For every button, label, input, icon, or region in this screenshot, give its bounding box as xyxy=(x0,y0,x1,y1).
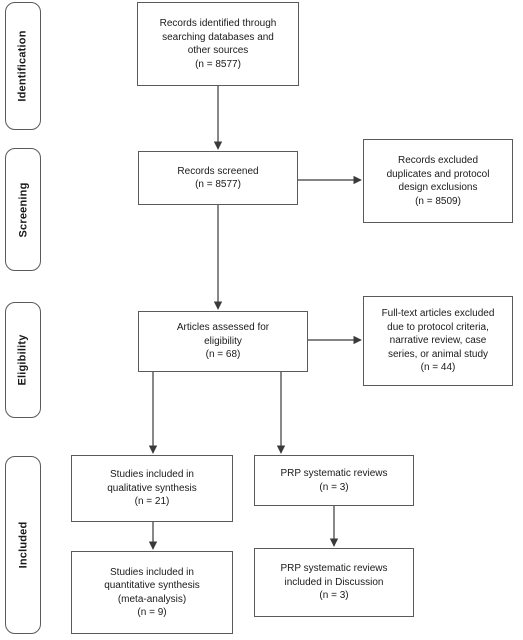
phase-eligibility-label: Eligibility xyxy=(17,334,29,386)
fulltext-excluded-count: (n = 44) xyxy=(420,362,456,374)
box-quantitative-synthesis: Studies included in quantitative synthes… xyxy=(71,551,233,634)
box-prp-systematic-reviews: PRP systematic reviews (n = 3) xyxy=(254,455,414,506)
box-qualitative-synthesis: Studies included in qualitative synthesi… xyxy=(71,455,233,522)
prp-discussion-count: (n = 3) xyxy=(319,590,349,602)
records-excluded-line-1: Records excluded xyxy=(397,155,479,166)
records-identified-count: (n = 8577) xyxy=(195,58,241,70)
records-identified-line-3: other sources xyxy=(187,45,249,56)
quantitative-line-1: Studies included in xyxy=(110,566,194,578)
prp-reviews-line-1: PRP systematic reviews xyxy=(280,468,388,479)
quantitative-line-3: (meta-analysis) xyxy=(117,593,187,605)
records-excluded-line-3: design exclusions xyxy=(398,182,478,193)
records-screened-line-1: Records screened xyxy=(177,165,259,177)
qualitative-line-2: qualitative synthesis xyxy=(107,482,197,494)
phase-eligibility: Eligibility xyxy=(5,302,41,418)
qualitative-count: (n = 21) xyxy=(134,496,170,508)
box-records-excluded: Records excluded duplicates and protocol… xyxy=(363,139,513,223)
records-excluded-count: (n = 8509) xyxy=(415,195,461,207)
articles-assessed-line-2: eligibility xyxy=(204,335,242,347)
prp-discussion-line-2: included in Discussion xyxy=(284,576,384,588)
articles-assessed-count: (n = 68) xyxy=(205,349,241,361)
fulltext-excluded-line-2: due to protocol criteria, xyxy=(387,321,489,333)
quantitative-line-2: quantitative synthesis xyxy=(104,580,200,591)
quantitative-count: (n = 9) xyxy=(137,607,167,618)
phase-identification-label: Identification xyxy=(17,30,29,102)
fulltext-excluded-line-1: Full-text articles excluded xyxy=(381,308,495,320)
phase-screening: Screening xyxy=(5,148,41,271)
records-excluded-line-2: duplicates and protocol xyxy=(386,168,490,180)
records-screened-count: (n = 8577) xyxy=(195,179,241,190)
box-records-screened: Records screened (n = 8577) xyxy=(138,151,298,205)
articles-assessed-line-1: Articles assessed for xyxy=(176,322,270,334)
phase-included-label: Included xyxy=(17,521,30,569)
fulltext-excluded-line-3: narrative review, case xyxy=(389,335,487,347)
phase-identification: Identification xyxy=(5,2,41,130)
prp-discussion-line-1: PRP systematic reviews xyxy=(280,563,388,575)
phase-included: Included xyxy=(5,456,41,634)
phase-screening-label: Screening xyxy=(17,182,29,237)
box-prp-included-discussion: PRP systematic reviews included in Discu… xyxy=(254,548,414,617)
qualitative-line-1: Studies included in xyxy=(110,469,194,481)
box-fulltext-excluded: Full-text articles excluded due to proto… xyxy=(363,296,513,386)
records-identified-line-1: Records identified through xyxy=(159,18,277,29)
box-articles-assessed: Articles assessed for eligibility (n = 6… xyxy=(138,311,308,372)
fulltext-excluded-line-4: series, or animal study xyxy=(387,348,489,360)
prp-reviews-count: (n = 3) xyxy=(319,481,349,493)
records-identified-line-2: searching databases and xyxy=(162,31,274,43)
box-records-identified: Records identified through searching dat… xyxy=(137,2,299,86)
